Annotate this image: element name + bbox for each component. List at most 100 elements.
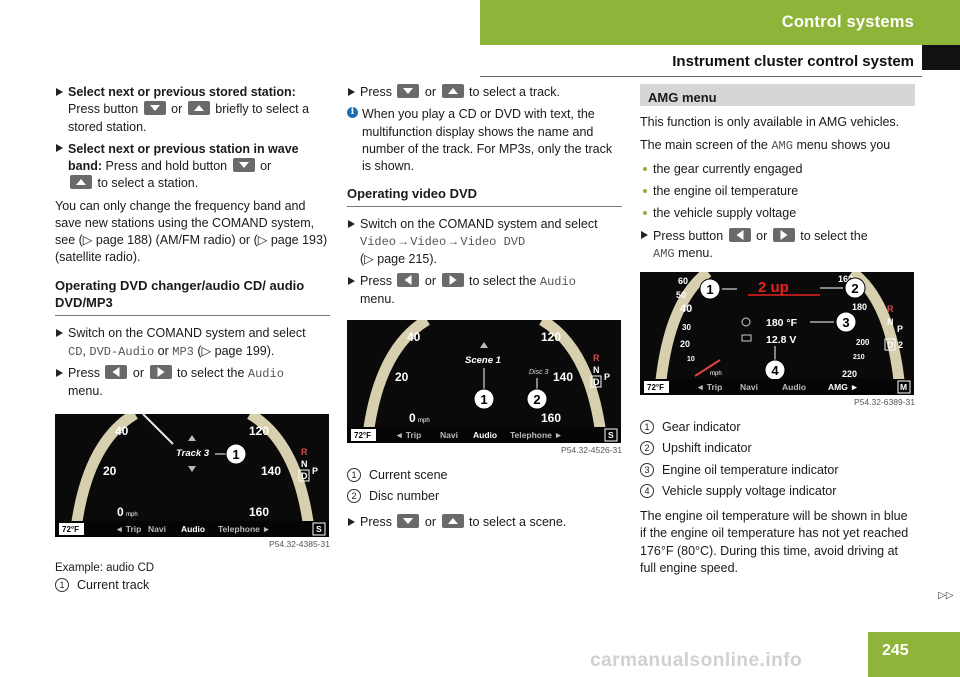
gear-letter: P (604, 372, 610, 382)
legend-text: Vehicle supply voltage indicator (662, 483, 837, 498)
step-text: Switch on the COMAND system and select (68, 326, 306, 341)
section-title: Control systems (781, 13, 914, 31)
display-letter: S (316, 524, 322, 534)
step-text: Press (360, 274, 392, 289)
callout-number: 1 (480, 392, 487, 407)
menu-path-arrow: → (399, 235, 407, 250)
gear-letter: N (301, 459, 308, 469)
step-text: to select a station. (97, 176, 199, 191)
legend-number: 1 (55, 577, 69, 592)
scale-label: 160 (249, 505, 269, 519)
display-letter: M (900, 382, 907, 392)
callout-number: 2 (851, 281, 858, 296)
step-text: briefly to select a stored station. (68, 102, 310, 134)
left-button-icon (397, 273, 420, 288)
gear-letter: R (593, 353, 600, 363)
menu-term: Video (410, 235, 447, 250)
legend-item: 3 Engine oil temperature indicator (640, 462, 915, 479)
step-switch-on: Switch on the COMAND system and select C… (55, 325, 330, 360)
cluster-figure-video-dvd: 40 20 0 mph 120 140 160 Scene 1 Disc 3 1… (347, 320, 621, 444)
gear-letter: R (887, 304, 894, 314)
legend-number: 4 (640, 483, 654, 498)
step-switch-on-video: Switch on the COMAND system and select V… (347, 216, 622, 268)
cluster-figure-audio-cd: 40 20 0 mph 120 140 160 Track 3 1 R N D … (55, 413, 329, 537)
gear-number: 2 (898, 340, 903, 350)
para-text: menu shows you (796, 138, 891, 153)
menu-term: Video (360, 235, 397, 250)
step-text: to select the (800, 228, 868, 243)
paragraph: The engine oil temperature will be shown… (640, 509, 909, 575)
scale-label: 160 (838, 274, 853, 284)
step-text: Press (360, 85, 392, 99)
step-text: to select a track. (469, 85, 561, 99)
gear-letter: P (897, 324, 903, 334)
step-text: to select the (177, 366, 245, 381)
step-select-audio-menu: Press or to select the Audio menu. (347, 273, 622, 308)
paragraph: You can only change the frequency band a… (55, 198, 328, 265)
header-rule (480, 76, 922, 77)
menu-tab: AMG ► (828, 382, 859, 392)
scale-label: 140 (261, 464, 281, 478)
amg-menu-heading: AMG menu (640, 84, 915, 106)
step-select-audio: Press or to select the Audio menu. (55, 365, 330, 400)
menu-term: DVD-Audio (89, 344, 155, 359)
paragraph: The main screen of the AMG menu shows yo… (640, 137, 915, 155)
legend-item: 2 Upshift indicator (640, 440, 915, 457)
watermark: carmanualsonline.info (590, 650, 803, 671)
legend-item: 1 Gear indicator (640, 419, 915, 436)
scale-label: 220 (842, 369, 857, 379)
legend: 1 Gear indicator 2 Upshift indicator 3 E… (640, 419, 915, 500)
info-icon: i (347, 107, 358, 119)
legend-item: 1 Current track (55, 577, 330, 594)
menu-tab: Telephone ► (510, 430, 563, 440)
gear-letter: N (887, 317, 894, 327)
step-text: or (171, 102, 183, 117)
column-2: Press or to select a track. i When you p… (347, 84, 622, 537)
step-text: menu. (360, 291, 395, 306)
cluster-display-graphic: 40 20 0 mph 120 140 160 Scene 1 Disc 3 1… (347, 320, 621, 444)
oil-temp-icon (741, 317, 751, 327)
scale-label: 120 (541, 330, 561, 344)
oil-temp-value: 180 °F (766, 317, 798, 329)
para-text: The main screen of the (640, 138, 768, 153)
menu-tab: Audio (473, 430, 497, 440)
step-text: Press button (68, 102, 139, 117)
page-number: 245 (882, 642, 909, 659)
step-text: or (132, 366, 145, 381)
legend: 1 Current scene 2 Disc number (347, 467, 622, 506)
column-1: Select next or previous stored station: … (55, 84, 330, 598)
legend-number: 2 (347, 489, 361, 503)
section-heading: Operating video DVD (347, 185, 622, 208)
up-button-icon (441, 514, 464, 529)
legend-text: Engine oil temperature indicator (662, 462, 839, 477)
step-text: to select the (469, 274, 537, 289)
step-text: Press (360, 515, 392, 530)
up-arrow-icon (480, 342, 488, 349)
step-text: Press button (653, 228, 724, 243)
scene-label: Scene 1 (465, 355, 501, 366)
step-text: or (756, 228, 768, 243)
menu-term: AMG (653, 246, 675, 261)
scale-label: 50 (676, 290, 686, 300)
left-button-icon (105, 365, 128, 380)
step-text: Switch on the COMAND system and select (360, 217, 598, 232)
scale-label: 20 (103, 464, 117, 478)
scale-label: 20 (395, 370, 409, 384)
unit-label: mph (710, 371, 722, 377)
battery-icon (741, 334, 752, 342)
step-heading: Select next or previous stored station: (68, 85, 296, 99)
track-label: Track 3 (176, 448, 210, 459)
scale-label: 20 (680, 339, 690, 349)
legend-number: 3 (640, 462, 654, 477)
bullet-item: the engine oil temperature (640, 183, 915, 200)
menu-term: MP3 (172, 344, 194, 359)
menu-term: CD (68, 344, 83, 359)
left-button-icon (728, 227, 751, 242)
legend-text: Disc number (369, 489, 440, 503)
bullet-item: the gear currently engaged (640, 161, 915, 178)
gear-letter: D (301, 471, 308, 481)
disc-label: Disc 3 (529, 369, 549, 376)
right-button-icon (149, 365, 172, 380)
figure-code: P54.32-6389-31 (854, 397, 915, 408)
paragraph: This function is only available in AMG v… (640, 115, 900, 129)
